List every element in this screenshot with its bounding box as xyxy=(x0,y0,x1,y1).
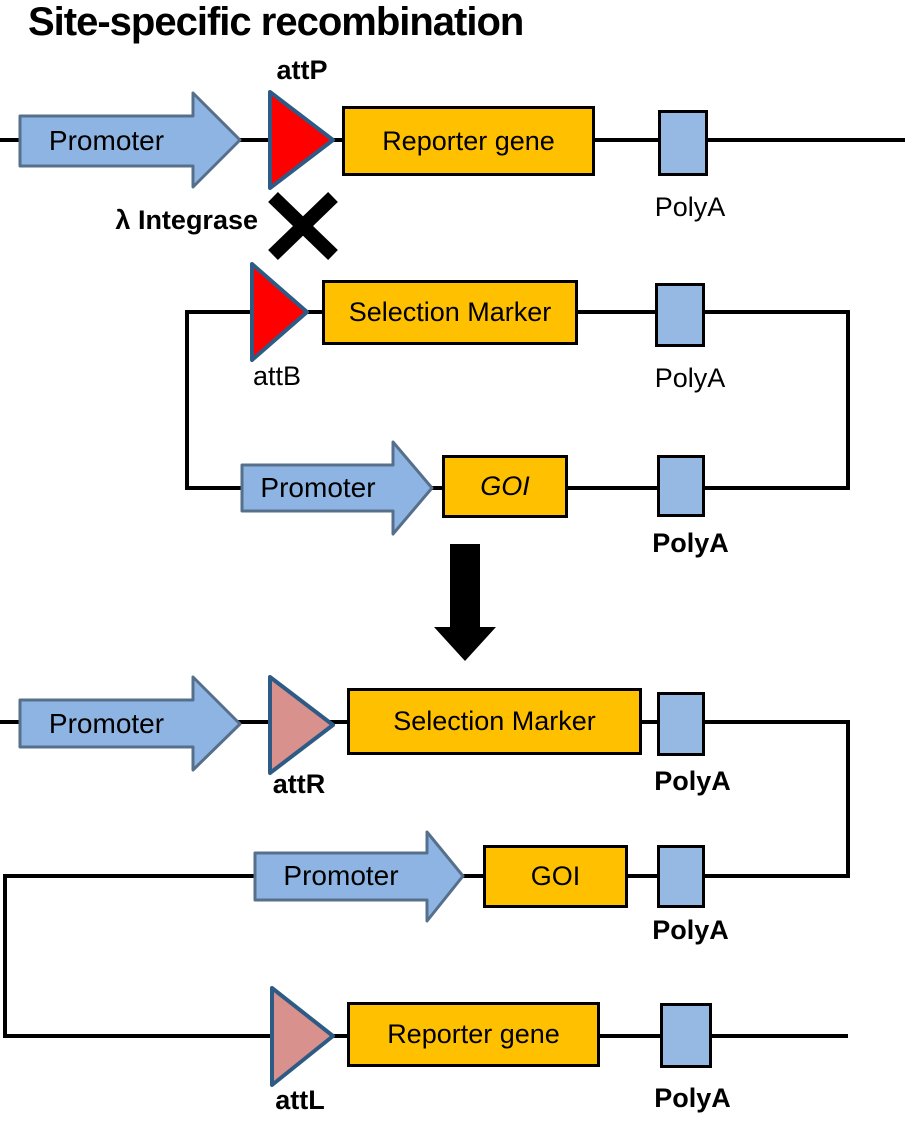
polya-box xyxy=(655,283,705,347)
attl-site-triangle xyxy=(270,986,335,1087)
attp-label: attP xyxy=(276,55,328,86)
polya-label: PolyA xyxy=(652,915,729,946)
reporter-gene-box: Reporter gene xyxy=(347,1002,600,1067)
polya-label: PolyA xyxy=(654,363,726,394)
promoter-label: Promoter xyxy=(260,472,376,503)
polya-label: PolyA xyxy=(652,528,729,559)
page-title: Site-specific recombination xyxy=(28,0,524,44)
attb-site-triangle xyxy=(250,262,309,362)
promoter-label: Promoter xyxy=(283,860,399,891)
attr-site-triangle xyxy=(268,675,335,775)
polya-box xyxy=(657,845,705,908)
selection-marker-box: Selection Marker xyxy=(347,688,642,755)
promoter-label: Promoter xyxy=(48,125,165,156)
goi-box: GOI xyxy=(442,455,568,518)
polya-label: PolyA xyxy=(654,1083,731,1114)
attr-label: attR xyxy=(272,769,326,800)
reporter-gene-box: Reporter gene xyxy=(342,106,595,176)
polya-box xyxy=(657,455,705,517)
promoter-arrow xyxy=(18,675,242,772)
polya-label: PolyA xyxy=(654,766,731,797)
polya-box xyxy=(660,1003,712,1068)
promoter-label: Promoter xyxy=(48,708,165,739)
promoter-arrow xyxy=(253,830,465,923)
attb-label: attB xyxy=(252,361,302,392)
crossover-x-icon xyxy=(268,191,338,261)
polya-box xyxy=(657,692,705,756)
down-arrow-icon xyxy=(434,544,496,661)
goi-box: GOI xyxy=(483,845,628,908)
integrase-label: λ Integrase xyxy=(115,205,258,236)
attp-site-triangle xyxy=(268,90,335,190)
selection-marker-box: Selection Marker xyxy=(322,280,578,345)
attl-label: attL xyxy=(275,1085,325,1116)
promoter-arrow xyxy=(240,440,434,536)
polya-box xyxy=(658,110,708,176)
polya-label: PolyA xyxy=(654,192,726,223)
promoter-arrow xyxy=(18,91,242,189)
donor-plasmid-backbone-line xyxy=(185,310,850,490)
